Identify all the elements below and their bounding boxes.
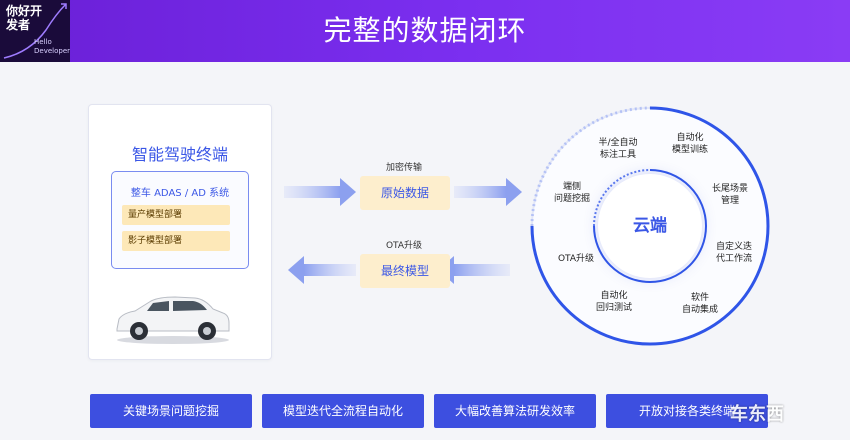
adas-system-card: 整车 ADAS / AD 系统 量产模型部署 影子模型部署 [111,171,249,269]
upload-arrow-left [284,178,356,206]
cloud-stage-ota: OTA升级 [557,254,595,264]
cloud-stage-workflow: 自定义迭 代工作流 [715,242,752,264]
cloud-stage-mining: 端侧 问题挖掘 [553,182,590,204]
cloud-stage-training: 自动化 模型训练 [671,133,708,155]
feature-rd-efficiency: 大幅改善算法研发效率 [434,394,596,428]
adas-system-title: 整车 ADAS / AD 系统 [130,188,230,199]
logo-title: 你好开发者 [6,4,43,32]
final-model-box: 最终模型 [360,254,450,288]
feature-iteration-automation: 模型迭代全流程自动化 [262,394,424,428]
ota-upgrade-label: OTA升级 [385,241,423,251]
cloud-stage-longtail: 长尾场景 管理 [711,184,748,206]
upload-arrow-right [454,178,522,206]
shadow-model-tag: 影子模型部署 [122,231,230,251]
terminal-title: 智能驾驶终端 [131,145,228,164]
watermark-logo: 车东西 [730,404,784,425]
cloud-core: 云端 [598,174,702,278]
terminal-card: 智能驾驶终端 整车 ADAS / AD 系统 量产模型部署 影子模型部署 [88,104,272,360]
logo: 你好开发者 Hello Developer [0,0,70,62]
feature-open-terminals: 开放对接各类终端 [606,394,768,428]
cloud-stage-regression: 自动化 回归测试 [595,291,632,313]
cloud-stage-annotation: 半/全自动 标注工具 [598,138,638,160]
cloud-stage-integration: 软件 自动集成 [681,293,718,315]
ota-arrow-left [288,256,356,284]
page-title: 完整的数据闭环 [323,14,527,47]
logo-subtitle: Hello Developer [34,38,70,55]
car-icon [116,296,230,344]
encrypted-transfer-label: 加密传输 [385,163,422,173]
raw-data-box: 原始数据 [360,176,450,210]
logo-arrow-icon [3,3,67,59]
feature-scene-mining: 关键场景问题挖掘 [90,394,252,428]
header-bar [0,0,850,62]
production-model-tag: 量产模型部署 [122,205,230,225]
